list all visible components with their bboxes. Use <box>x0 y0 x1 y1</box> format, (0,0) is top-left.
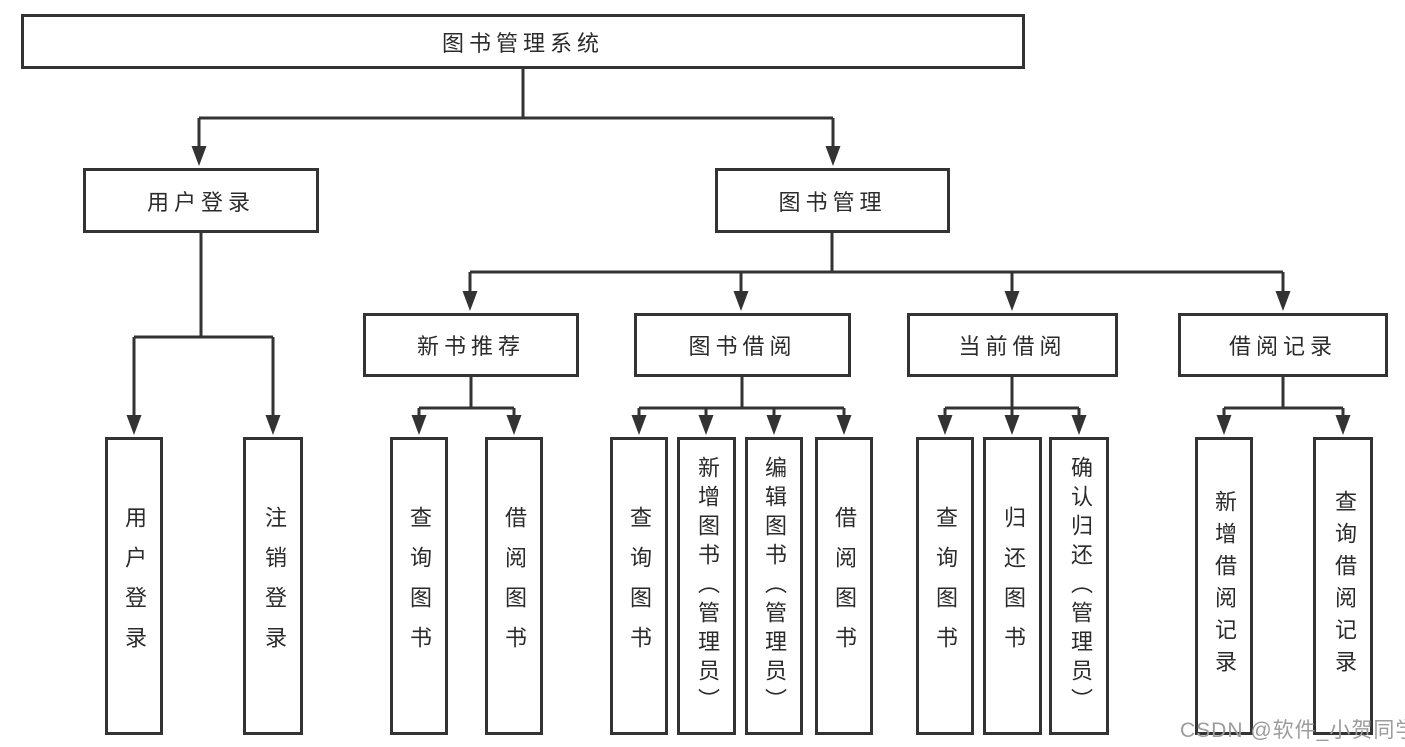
leaf-bb-borrow-books: 借阅图书 <box>815 437 873 735</box>
node-borrow-records-label: 借阅记录 <box>1228 334 1337 359</box>
node-book-mgmt: 图书管理 <box>715 168 950 233</box>
node-borrow-records: 借阅记录 <box>1178 313 1388 377</box>
leaf-bb-query-books-label: 查询图书 <box>627 506 652 666</box>
connector-newbookrec-to-leaves <box>411 377 522 435</box>
connector-borrowrecords-to-leaves <box>1216 377 1351 435</box>
leaf-br-add-record: 新增借阅记录 <box>1195 437 1253 735</box>
node-root: 图书管理系统 <box>21 14 1025 69</box>
node-book-borrow: 图书借阅 <box>634 313 851 377</box>
node-user-login: 用户登录 <box>83 168 319 233</box>
leaf-bb-edit-books-admin-label: 编辑图书（管理员） <box>762 455 787 717</box>
connector-bookborrow-to-leaves <box>631 377 852 435</box>
leaf-bb-add-books-admin-label: 新增图书（管理员） <box>695 455 720 717</box>
leaf-br-add-record-label: 新增借阅记录 <box>1212 490 1237 682</box>
node-current-borrow: 当前借阅 <box>907 313 1118 377</box>
leaf-cb-query-books: 查询图书 <box>916 437 974 735</box>
leaf-logout-label: 注销登录 <box>262 506 287 666</box>
leaf-cb-confirm-return-admin: 确认归还（管理员） <box>1049 437 1109 735</box>
leaf-bb-borrow-books-label: 借阅图书 <box>832 506 857 666</box>
connector-currentborrow-to-leaves <box>937 377 1087 435</box>
leaf-bb-query-books: 查询图书 <box>610 437 668 735</box>
leaf-br-query-record: 查询借阅记录 <box>1313 437 1373 735</box>
leaf-nbr-query-books: 查询图书 <box>390 437 448 735</box>
node-current-borrow-label: 当前借阅 <box>958 334 1067 359</box>
node-new-book-recommend-label: 新书推荐 <box>416 334 525 359</box>
watermark: CSDN @软件_小贺同学 <box>1180 719 1405 742</box>
node-book-borrow-label: 图书借阅 <box>688 334 797 359</box>
connector-userlogin-to-leaves <box>126 233 281 435</box>
node-book-mgmt-label: 图书管理 <box>778 189 887 215</box>
leaf-bb-add-books-admin: 新增图书（管理员） <box>677 437 736 735</box>
leaf-cb-return-books: 归还图书 <box>983 437 1042 735</box>
leaf-nbr-borrow-books: 借阅图书 <box>485 437 543 735</box>
leaf-br-query-record-label: 查询借阅记录 <box>1332 490 1357 682</box>
leaf-logout: 注销登录 <box>243 437 303 735</box>
leaf-user-login: 用户登录 <box>105 437 163 735</box>
leaf-cb-confirm-return-admin-label: 确认归还（管理员） <box>1068 455 1093 717</box>
leaf-bb-edit-books-admin: 编辑图书（管理员） <box>745 437 803 735</box>
node-new-book-recommend: 新书推荐 <box>363 313 579 377</box>
node-user-login-label: 用户登录 <box>146 189 255 215</box>
leaf-user-login-label: 用户登录 <box>122 506 147 666</box>
leaf-nbr-query-books-label: 查询图书 <box>407 506 432 666</box>
leaf-cb-return-books-label: 归还图书 <box>1001 506 1026 666</box>
node-root-label: 图书管理系统 <box>441 30 604 56</box>
leaf-nbr-borrow-books-label: 借阅图书 <box>502 506 527 666</box>
connector-root-to-level2 <box>191 68 841 166</box>
leaf-cb-query-books-label: 查询图书 <box>933 506 958 666</box>
connector-bookmgmt-to-level3 <box>462 233 1291 311</box>
